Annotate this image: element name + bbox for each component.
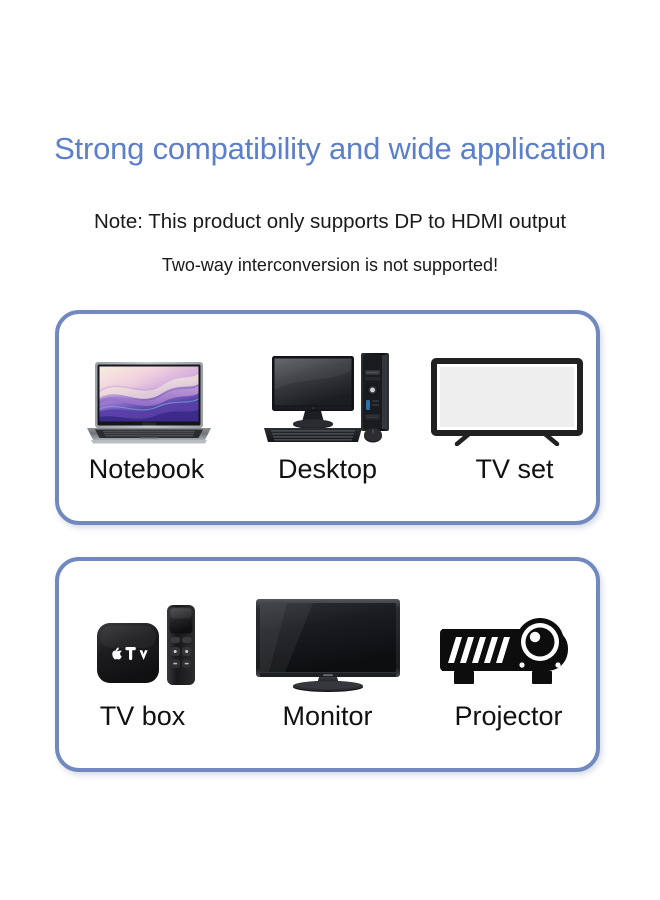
device-label-monitor: Monitor xyxy=(282,701,373,731)
projector-art xyxy=(417,583,596,693)
device-cell-notebook: Notebook xyxy=(59,314,238,521)
device-cell-tv-box: TV box xyxy=(59,561,238,768)
device-cell-tv-set: TV set xyxy=(417,314,596,521)
tv-box-art xyxy=(59,583,238,693)
device-label-tv-box: TV box xyxy=(99,701,186,731)
desktop-computer-art xyxy=(238,336,417,446)
panel-source-devices: Notebook xyxy=(55,310,600,525)
device-grid-row-2: TV box xyxy=(59,561,596,768)
monitor-art xyxy=(238,583,417,693)
device-label-tv-set: TV set xyxy=(475,454,554,484)
device-label-projector: Projector xyxy=(454,701,563,731)
device-cell-projector: Projector xyxy=(417,561,596,768)
tv-box-icon xyxy=(96,605,195,685)
projector-icon xyxy=(439,618,568,684)
panel-display-devices: TV box xyxy=(55,557,600,772)
laptop-icon xyxy=(86,362,211,444)
note-line-primary: Note: This product only supports DP to H… xyxy=(93,210,567,233)
laptop-art xyxy=(59,336,238,446)
device-cell-monitor: Monitor xyxy=(238,561,417,768)
note-line-secondary: Two-way interconversion is not supported… xyxy=(161,255,499,275)
tv-set-icon xyxy=(430,358,583,446)
device-label-desktop: Desktop xyxy=(277,454,378,484)
device-grid-row-1: Notebook xyxy=(59,314,596,521)
device-label-notebook: Notebook xyxy=(88,454,205,484)
device-cell-desktop: Desktop xyxy=(238,314,417,521)
page-title: Strong compatibility and wide applicatio… xyxy=(54,131,606,166)
tv-set-art xyxy=(417,336,596,446)
monitor-icon xyxy=(255,599,400,692)
desktop-computer-icon xyxy=(263,353,389,443)
